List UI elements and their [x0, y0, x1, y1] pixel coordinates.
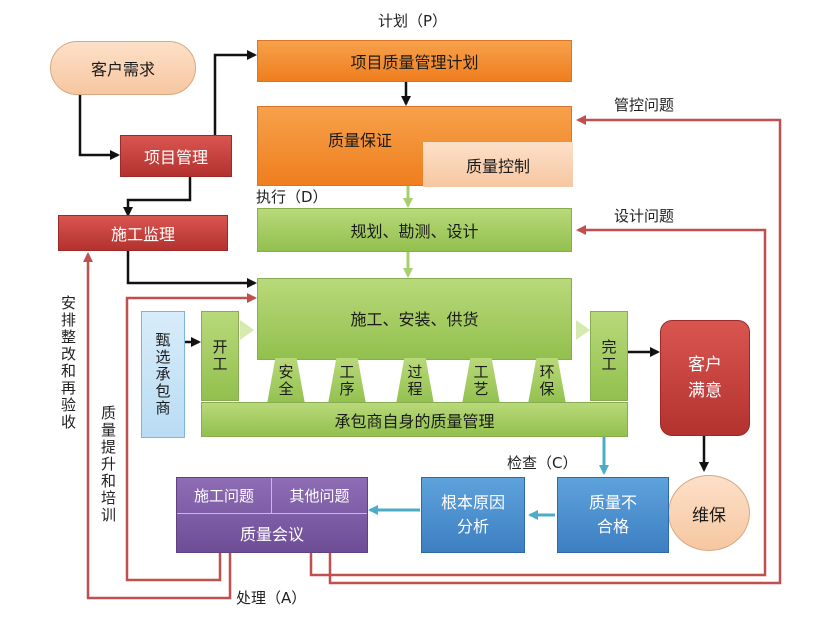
arrow-supervision-to-construction: [126, 251, 257, 288]
pillar-procedure-label: 工序: [337, 364, 356, 398]
contractor-quality-mgmt-box: 承包商自身的质量管理: [201, 402, 628, 437]
act-phase-label: 处理（A）: [236, 589, 307, 607]
check-phase-label: 检查（C）: [507, 454, 578, 472]
arrow-control-issue-loop: [328, 115, 782, 585]
quality-control-box: 质量控制: [423, 142, 573, 187]
arrow-pm-to-supervision: [123, 177, 192, 217]
arrow-rectify-loop: [83, 252, 232, 600]
complete-arrow-icon: [576, 320, 590, 340]
start-box: 开工: [201, 311, 239, 401]
project-management-box: 项目管理: [120, 135, 232, 177]
arrow-improve-loop: [125, 293, 257, 582]
complete-label: 完工: [599, 339, 618, 373]
pillar-safety-label: 安全: [276, 364, 295, 398]
nonconforming-box: 质量不合格: [557, 477, 669, 553]
arrow-pm-to-plan: [213, 50, 257, 135]
other-issue-cell: 其他问题: [272, 478, 367, 514]
select-contractor-label: 甄选承包商: [153, 332, 172, 417]
start-arrow-icon: [240, 320, 254, 340]
pillar-process-label: 过程: [405, 364, 424, 398]
plan-phase-label: 计划（P）: [378, 12, 448, 30]
quality-assurance-box: 质量保证 质量控制: [257, 106, 573, 187]
pillar-safety: 安全: [267, 358, 305, 404]
select-contractor-box: 甄选承包商: [141, 311, 185, 438]
construction-box: 施工、安装、供货: [257, 278, 572, 360]
customer-demand-box: 客户需求: [50, 41, 196, 95]
pillar-environment-label: 环保: [537, 364, 556, 398]
quality-meeting-label: 质量会议: [239, 525, 304, 544]
root-cause-box: 根本原因分析: [421, 477, 525, 553]
quality-meeting-box: 施工问题 其他问题 质量会议: [176, 477, 368, 553]
customer-satisfaction-box: 客户满意: [660, 320, 750, 436]
pillar-technique-label: 工艺: [471, 364, 490, 398]
arrow-design-issue-loop: [309, 225, 767, 577]
design-issue-label: 设计问题: [614, 207, 675, 225]
construction-label: 施工、安装、供货: [350, 310, 479, 329]
rectify-label: 安排整改和再验收: [59, 295, 77, 431]
start-label: 开工: [210, 339, 229, 373]
quality-plan-box: 项目质量管理计划: [257, 40, 572, 82]
complete-box: 完工: [590, 311, 628, 401]
quality-assurance-label: 质量保证: [328, 131, 393, 150]
do-phase-label: 执行（D）: [256, 188, 328, 206]
arrow-demand-to-pm: [78, 95, 120, 160]
construction-issue-cell: 施工问题: [177, 478, 272, 514]
construction-supervision-box: 施工监理: [58, 215, 228, 251]
maintenance-circle: 维保: [668, 475, 750, 551]
improve-label: 质量提升和培训: [99, 405, 117, 524]
planning-survey-design-box: 规划、勘测、设计: [257, 208, 572, 252]
control-issue-label: 管控问题: [614, 96, 675, 114]
